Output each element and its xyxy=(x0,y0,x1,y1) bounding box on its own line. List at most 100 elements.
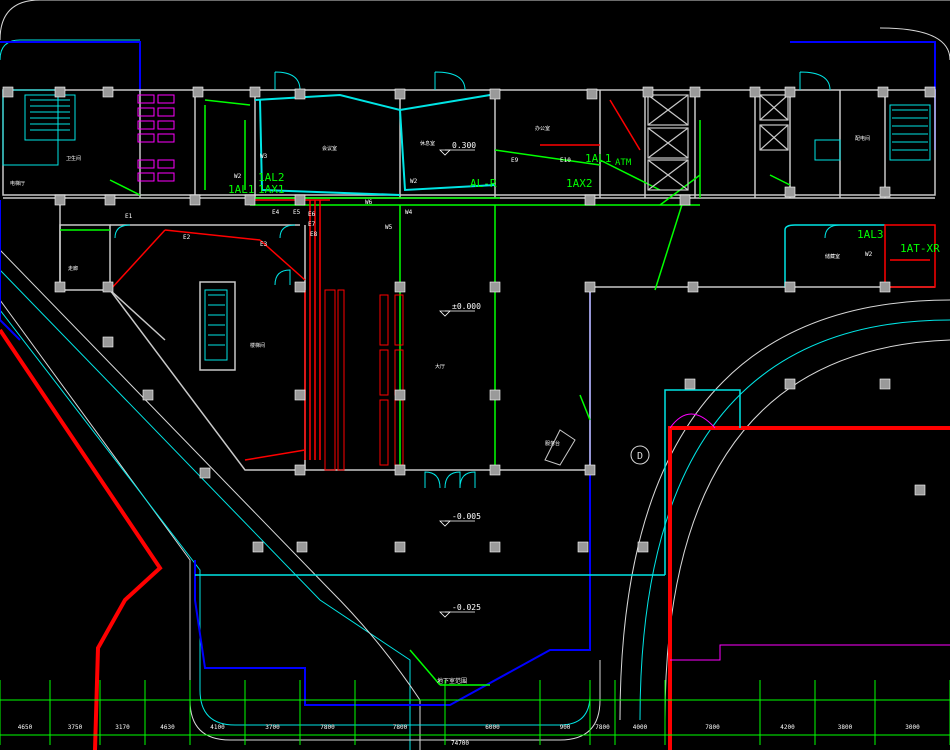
wire-tag-w2d: W2 xyxy=(865,251,873,258)
column xyxy=(879,378,891,390)
column xyxy=(879,281,891,293)
elevation-symbols xyxy=(439,149,475,618)
wire-tag-w4: W4 xyxy=(405,209,413,216)
wire-tag-e7: E7 xyxy=(308,221,316,228)
wire-tag-e2: E2 xyxy=(183,234,191,241)
circuit-lines-green xyxy=(60,99,791,686)
column xyxy=(489,464,501,476)
panel-label-1al2[interactable]: 1AL2 xyxy=(258,171,285,184)
dimension-label: 4000 xyxy=(633,724,648,731)
room-label-r5: 休息室 xyxy=(420,140,435,147)
axis-marker-label: D xyxy=(637,451,643,462)
panel-label-atm[interactable]: ATM xyxy=(615,158,632,168)
room-label-r8: 大厅 xyxy=(435,363,445,370)
column xyxy=(189,194,201,206)
column xyxy=(689,86,701,98)
stairs xyxy=(24,94,931,361)
column xyxy=(102,336,114,348)
room-label-r7: 楼梯间 xyxy=(250,342,265,349)
dimension-label: 6000 xyxy=(485,724,500,731)
elevation-marks: 0.300 ±0.000 -0.005 -0.025 xyxy=(452,141,481,612)
panel-label-1al1-b[interactable]: 1AL1 xyxy=(585,152,612,165)
panel-label-1ax1[interactable]: 1AX1 xyxy=(258,183,285,196)
column xyxy=(784,378,796,390)
room-label-r9: 服务台 xyxy=(545,440,560,447)
column xyxy=(54,281,66,293)
dimension-label: 7800 xyxy=(320,724,335,731)
column xyxy=(294,281,306,293)
column xyxy=(102,86,114,98)
dimension-label: 7800 xyxy=(595,724,610,731)
dimension-label: 3170 xyxy=(115,724,130,731)
wire-tag-w3: W3 xyxy=(260,153,268,160)
dimension-line xyxy=(0,699,950,736)
elevators xyxy=(647,94,789,191)
column xyxy=(489,541,501,553)
room-label-r6: 办公室 xyxy=(535,125,550,132)
column xyxy=(394,541,406,553)
column xyxy=(586,88,598,100)
column xyxy=(394,389,406,401)
dimension-label: 900 xyxy=(560,724,571,731)
room-label-r2: 电梯厅 xyxy=(10,180,25,187)
wire-tag-w2b: W2 xyxy=(410,178,418,185)
dimension-label: 4200 xyxy=(780,724,795,731)
axis-marker[interactable]: D xyxy=(630,445,650,465)
column xyxy=(192,86,204,98)
column xyxy=(394,464,406,476)
column xyxy=(294,88,306,100)
column xyxy=(294,389,306,401)
elevation-label-3: -0.005 xyxy=(452,512,481,521)
column xyxy=(577,541,589,553)
panel-label-1al1[interactable]: 1AL1 xyxy=(228,183,255,196)
column xyxy=(684,378,696,390)
column xyxy=(394,88,406,100)
dimension-label: 4630 xyxy=(160,724,175,731)
wire-tag-w2a: W2 xyxy=(234,173,242,180)
column xyxy=(294,194,306,206)
column xyxy=(784,281,796,293)
column xyxy=(489,389,501,401)
room-label-r4: 会议室 xyxy=(322,145,337,152)
room-label-r1: 卫生间 xyxy=(66,155,81,162)
panel-label-1al3[interactable]: 1AL3 xyxy=(857,228,884,241)
column xyxy=(394,281,406,293)
dimension-label: 3750 xyxy=(68,724,83,731)
panel-label-1ax2[interactable]: 1AX2 xyxy=(566,177,593,190)
column xyxy=(252,541,264,553)
column xyxy=(244,194,256,206)
dimension-label: 4650 xyxy=(18,724,33,731)
wire-tag-w6: W6 xyxy=(365,199,373,206)
doors xyxy=(114,71,841,489)
panel-label-1at-xr[interactable]: 1AT-XR xyxy=(900,242,940,255)
basement-extent-note: 地下室范围 xyxy=(437,677,467,685)
toilet-fixtures xyxy=(137,94,716,429)
wire-tag-w5: W5 xyxy=(385,224,393,231)
column xyxy=(749,86,761,98)
column xyxy=(249,86,261,98)
panel-label-al-r[interactable]: AL-R xyxy=(470,177,497,190)
room-labels: 卫生间 电梯厅 走廊 会议室 休息室 办公室 楼梯间 大厅 服务台 储藏室 配电… xyxy=(10,125,870,447)
wire-tag-e9: E9 xyxy=(511,157,519,164)
column xyxy=(877,86,889,98)
column xyxy=(294,464,306,476)
column xyxy=(54,86,66,98)
column xyxy=(104,194,116,206)
elevation-label-2: ±0.000 xyxy=(452,302,481,311)
column xyxy=(584,281,596,293)
wire-tag-e3: E3 xyxy=(260,241,268,248)
column xyxy=(879,186,891,198)
room-label-r10: 储藏室 xyxy=(825,253,840,260)
dimension-label: 3000 xyxy=(905,724,920,731)
wire-tag-e8: E8 xyxy=(310,231,318,238)
seating-rows xyxy=(324,289,404,471)
column xyxy=(784,86,796,98)
dimension-label: 4100 xyxy=(210,724,225,731)
circuit-lines-red xyxy=(109,99,930,461)
column xyxy=(102,281,114,293)
elevation-label-1: 0.300 xyxy=(452,141,476,150)
column xyxy=(199,467,211,479)
